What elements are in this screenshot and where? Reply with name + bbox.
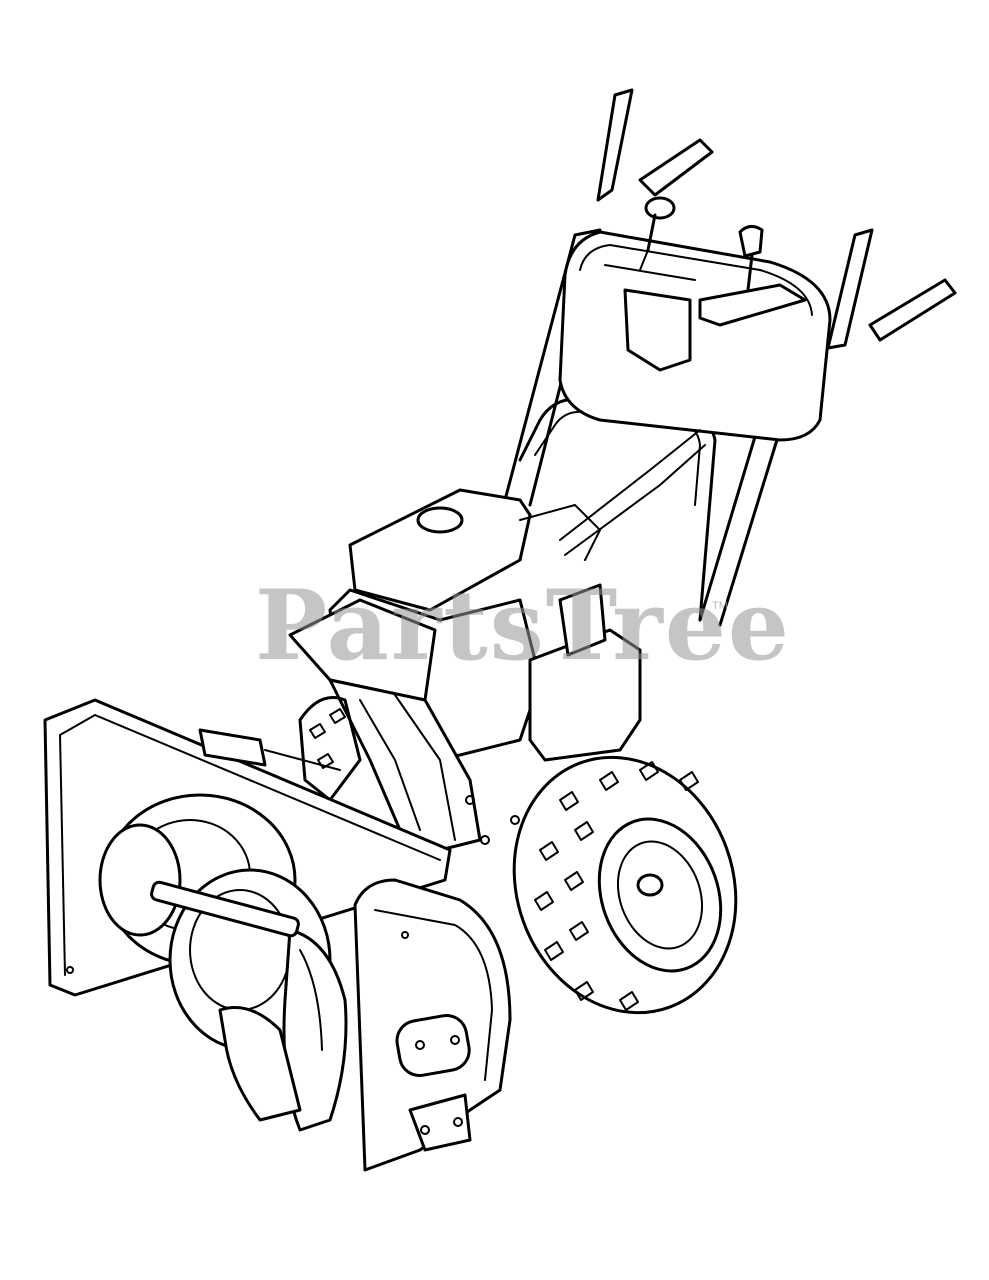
discharge-chute	[288, 598, 482, 852]
right-wheel	[512, 755, 738, 1015]
augers	[98, 793, 348, 1132]
handle-grips	[596, 88, 957, 350]
impeller-shaft	[66, 728, 520, 974]
control-panel	[558, 230, 832, 442]
